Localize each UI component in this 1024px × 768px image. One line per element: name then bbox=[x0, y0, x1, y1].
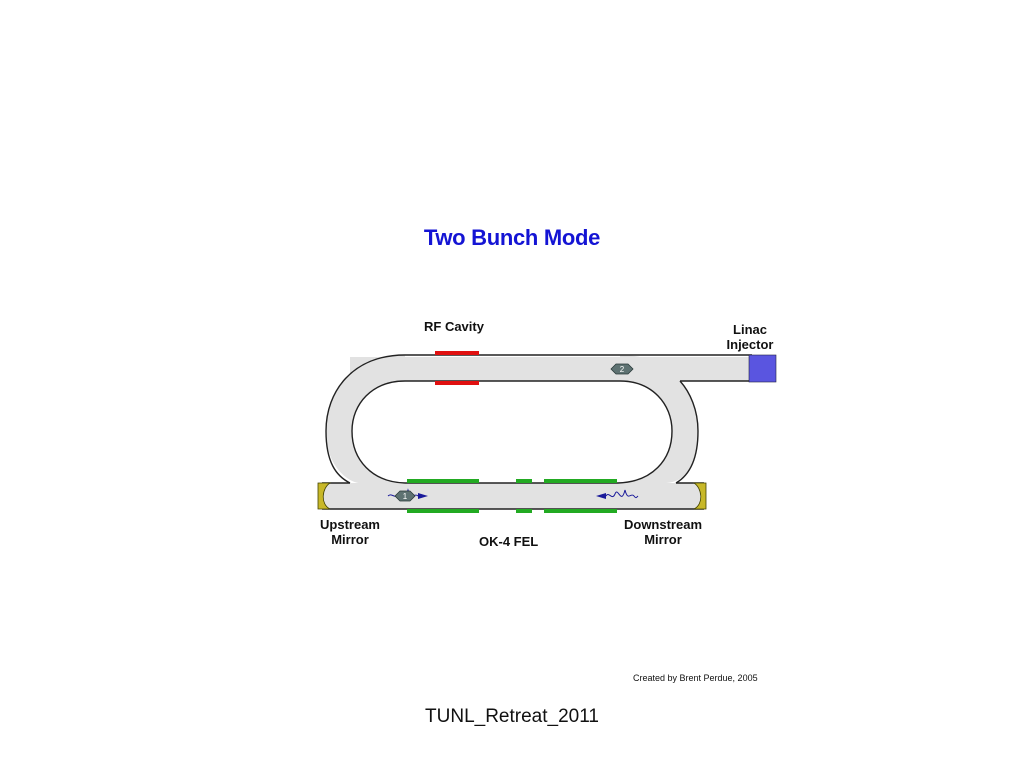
electron-bunch-1: 1 bbox=[387, 488, 428, 502]
upstream-mirror bbox=[317, 482, 332, 510]
bunch-2-label: 2 bbox=[620, 365, 625, 374]
downstream-label-line2: Mirror bbox=[644, 532, 682, 547]
ok4-fel-wiggler bbox=[407, 479, 617, 513]
bunch-1-label: 1 bbox=[403, 492, 408, 501]
light-pulse bbox=[596, 489, 639, 499]
downstream-mirror bbox=[692, 482, 707, 510]
upstream-label-line1: Upstream bbox=[320, 517, 380, 532]
downstream-label-line1: Downstream bbox=[623, 517, 703, 532]
ok4-fel-label: OK-4 FEL bbox=[479, 534, 539, 549]
rf-cavity-label: RF Cavity bbox=[424, 319, 484, 334]
slide-footer: TUNL_Retreat_2011 bbox=[425, 706, 599, 727]
downstream-mirror-label: Downstream Mirror bbox=[618, 517, 708, 547]
credit-text: Created by Brent Perdue, 2005 bbox=[633, 673, 758, 683]
upstream-label-line2: Mirror bbox=[331, 532, 369, 547]
linac-label-line2: Injector bbox=[726, 337, 774, 352]
rf-cavity bbox=[435, 351, 479, 385]
storage-ring bbox=[322, 354, 752, 510]
linac-injector-label: Linac Injector bbox=[722, 322, 778, 352]
slide-title: Two Bunch Mode bbox=[423, 225, 601, 250]
linac-label-line1: Linac bbox=[733, 322, 767, 337]
electron-bunch-2: 2 bbox=[610, 363, 634, 375]
upstream-mirror-label: Upstream Mirror bbox=[314, 517, 386, 547]
linac-injector-block bbox=[748, 354, 777, 383]
